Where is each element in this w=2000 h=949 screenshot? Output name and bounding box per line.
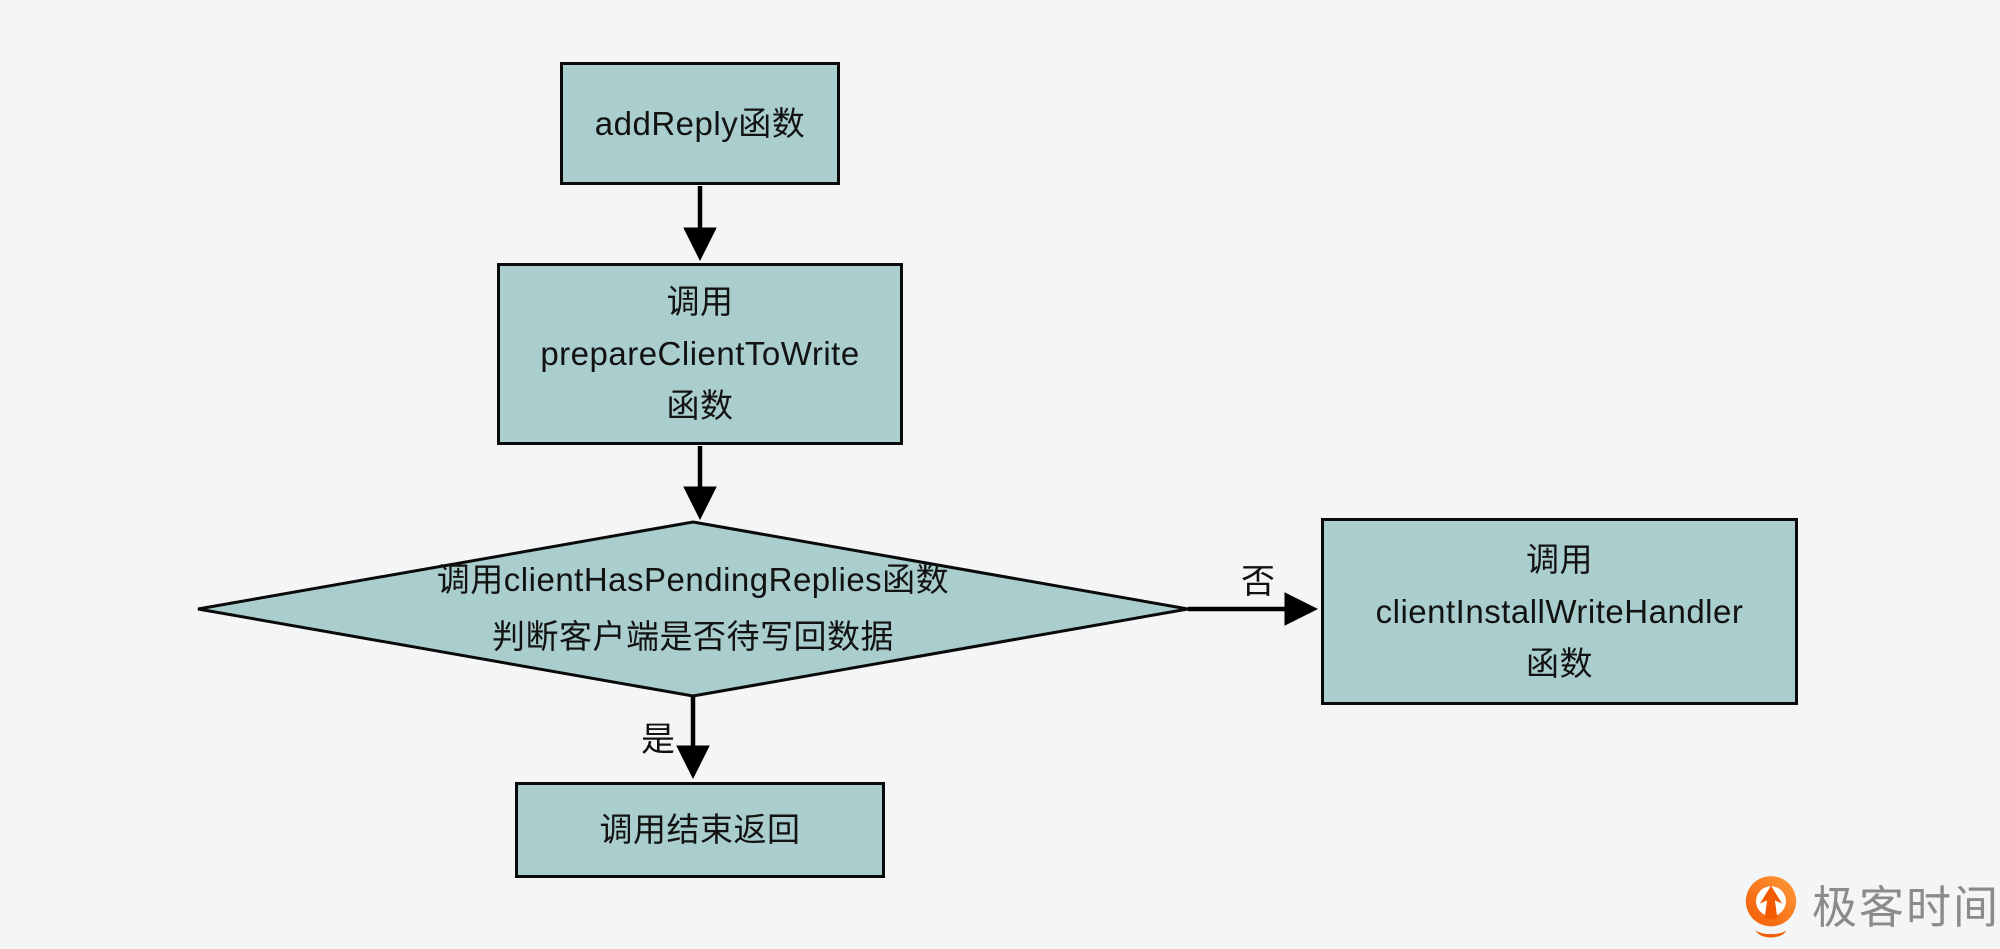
node-addreply: addReply函数 [560,62,840,185]
node-return: 调用结束返回 [515,782,885,878]
node-decision-line-1: 调用clientHasPendingReplies函数 [436,561,950,598]
node-install-line-2: clientInstallWriteHandler [1375,592,1744,630]
node-return-label: 调用结束返回 [599,811,801,848]
node-decision-line-2: 判断客户端是否待写回数据 [492,618,894,655]
node-client-install-write-handler: 调用 clientInstallWriteHandler 函数 [1321,518,1798,705]
node-decision-text: 调用clientHasPendingReplies函数 判断客户端是否待写回数据 [243,551,1143,665]
geektime-logo-icon [1745,876,1797,938]
node-install-line-1: 调用 [1526,540,1593,578]
geektime-logo-text: 极客时间 [1812,881,2000,933]
node-install-line-3: 函数 [1526,644,1593,682]
edge-label-yes: 是 [641,721,675,759]
node-addreply-label: addReply函数 [594,104,806,142]
node-prepare-client-to-write: 调用 prepareClientToWrite 函数 [497,263,903,445]
node-prepare-line-3: 函数 [666,387,734,424]
node-prepare-line-1: 调用 [666,283,734,320]
edge-label-no: 否 [1241,563,1275,601]
node-prepare-line-2: prepareClientToWrite [540,335,860,372]
geektime-logo: 极客时间 [1742,874,2000,940]
